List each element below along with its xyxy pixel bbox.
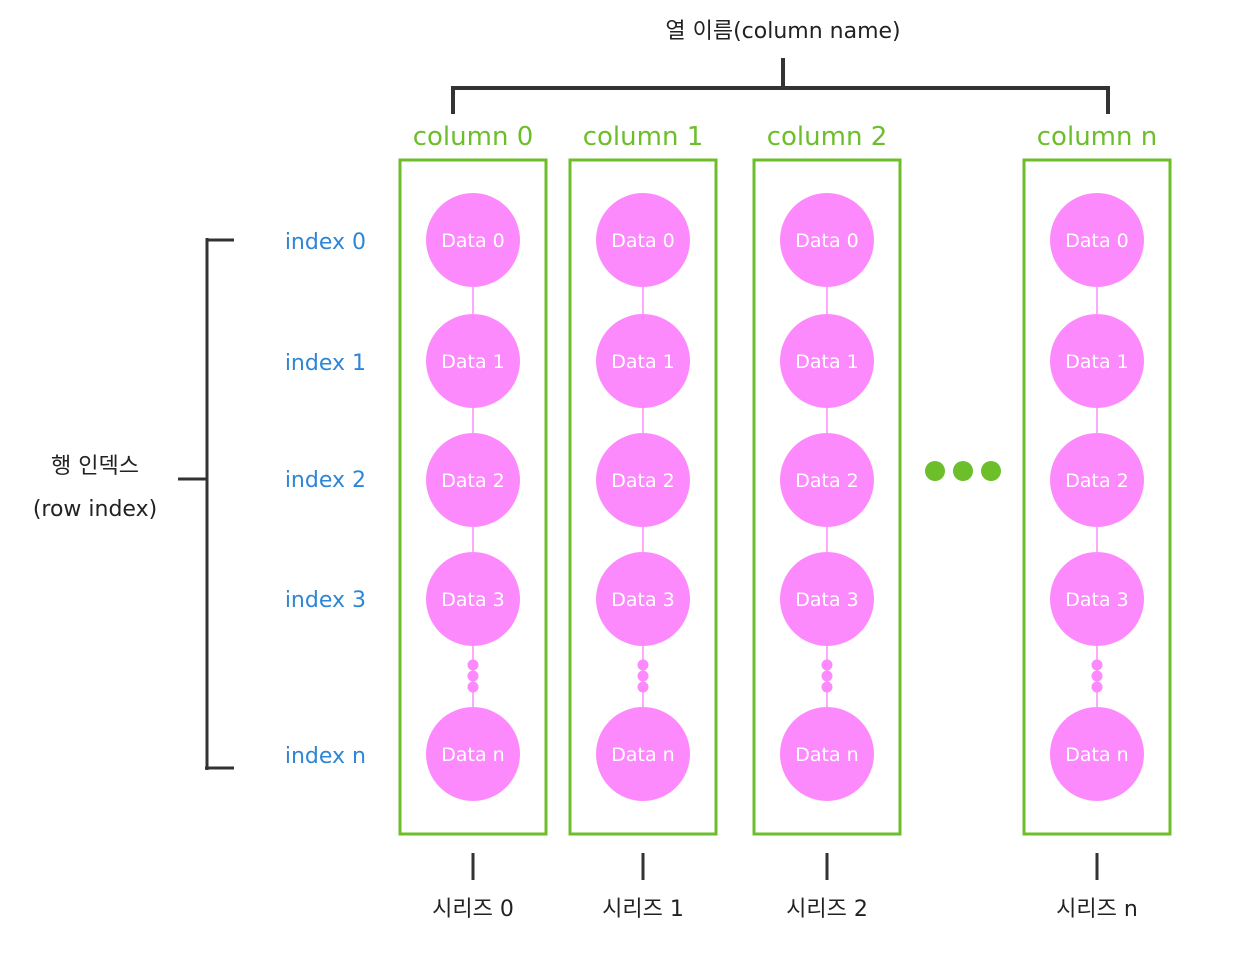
column-header: column 2 (767, 122, 888, 152)
data-cell (596, 433, 690, 527)
column-box (398, 158, 548, 836)
index-label: index 3 (285, 588, 366, 613)
column-header: column n (1037, 122, 1157, 152)
data-cell-label: Data 1 (441, 351, 505, 373)
ellipsis-dot (467, 659, 479, 671)
data-cell-label: Data 3 (441, 589, 505, 611)
data-cell-label: Data 2 (611, 470, 675, 492)
data-cell-label: Data 1 (795, 351, 859, 373)
column-1: column 1 Data 0 Data 1 Data 2 Data 3 Data n 시리… (568, 122, 718, 922)
data-cell-label: Data 0 (441, 230, 505, 252)
data-cell (426, 552, 520, 646)
ellipsis-dot (821, 681, 833, 693)
data-cell (1050, 552, 1144, 646)
data-cell-label: Data 3 (795, 589, 859, 611)
data-cell (426, 707, 520, 801)
data-cell-label: Data n (795, 744, 858, 766)
data-cell-label: Data n (1065, 744, 1128, 766)
more-columns-ellipsis (925, 461, 1001, 481)
ellipsis-dot (1091, 681, 1103, 693)
ellipsis-dot (981, 461, 1001, 481)
index-label: index 1 (285, 351, 366, 376)
column-box (1022, 158, 1172, 836)
series-label: 시리즈 n (1056, 897, 1138, 922)
ellipsis-dot (953, 461, 973, 481)
index-labels: index 0 index 1 index 2 index 3 index n (285, 230, 366, 769)
data-cell-label: Data 2 (1065, 470, 1129, 492)
data-cell (1050, 707, 1144, 801)
columns-group: column 0 Data 0 Data 1 Data 2 Data 3 Data n 시리… (398, 122, 1172, 922)
series-label: 시리즈 2 (786, 897, 868, 922)
column-name-bracket-line (451, 58, 1110, 114)
ellipsis-dot (467, 681, 479, 693)
column-3: column n Data 0 Data 1 Data 2 Data 3 Data n 시리… (1022, 122, 1172, 922)
series-label: 시리즈 1 (602, 897, 684, 922)
ellipsis-dot (637, 659, 649, 671)
index-label: index 0 (285, 230, 366, 255)
ellipsis-dot (925, 461, 945, 481)
data-cell (596, 314, 690, 408)
column-name-label: 열 이름(column name) (665, 19, 900, 44)
row-index-bracket: 행 인덱스 (row index) (33, 238, 234, 770)
data-cell-label: Data 1 (611, 351, 675, 373)
row-index-bracket-line (178, 238, 234, 770)
ellipsis-dot (467, 670, 479, 682)
column-box (752, 158, 902, 836)
data-cell (426, 314, 520, 408)
data-cell-label: Data 1 (1065, 351, 1129, 373)
data-cell (1050, 314, 1144, 408)
column-header: column 0 (413, 122, 534, 152)
data-cell (426, 433, 520, 527)
data-cell (780, 193, 874, 287)
column-2: column 2 Data 0 Data 1 Data 2 Data 3 Data n 시리… (752, 122, 902, 922)
data-cell-label: Data 3 (1065, 589, 1129, 611)
column-box (568, 158, 718, 836)
data-cell (1050, 433, 1144, 527)
data-cell (780, 552, 874, 646)
index-label: index 2 (285, 468, 366, 493)
data-cell-label: Data 2 (441, 470, 505, 492)
data-cell-label: Data 0 (795, 230, 859, 252)
ellipsis-dot (821, 659, 833, 671)
data-cell (780, 433, 874, 527)
data-cell-label: Data 3 (611, 589, 675, 611)
series-label: 시리즈 0 (432, 897, 514, 922)
data-cell-label: Data 2 (795, 470, 859, 492)
ellipsis-dot (821, 670, 833, 682)
data-cell (596, 193, 690, 287)
row-index-label-en: (row index) (33, 497, 157, 522)
data-cell-label: Data 0 (611, 230, 675, 252)
data-cell (596, 552, 690, 646)
data-cell-label: Data n (441, 744, 504, 766)
data-cell (1050, 193, 1144, 287)
ellipsis-dot (1091, 659, 1103, 671)
data-cell (780, 707, 874, 801)
data-cell (426, 193, 520, 287)
row-index-label: 행 인덱스 (51, 454, 139, 479)
data-cell-label: Data 0 (1065, 230, 1129, 252)
column-name-bracket: 열 이름(column name) (451, 19, 1110, 114)
index-label: index n (285, 744, 366, 769)
ellipsis-dot (637, 681, 649, 693)
column-0: column 0 Data 0 Data 1 Data 2 Data 3 Data n 시리… (398, 122, 548, 922)
data-cell-label: Data n (611, 744, 674, 766)
data-cell (596, 707, 690, 801)
ellipsis-dot (637, 670, 649, 682)
column-header: column 1 (583, 122, 704, 152)
ellipsis-dot (1091, 670, 1103, 682)
data-cell (780, 314, 874, 408)
